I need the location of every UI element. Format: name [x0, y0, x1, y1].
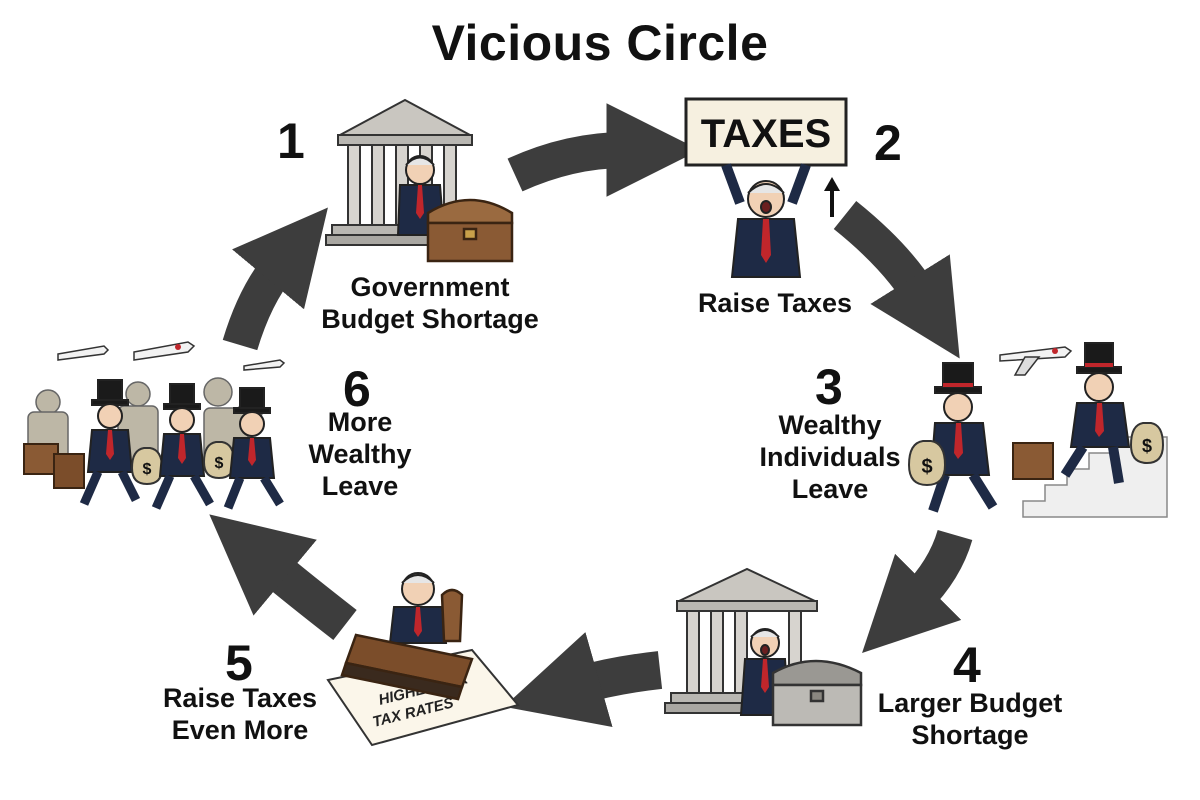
step-5-label: Raise Taxes Even More — [145, 683, 335, 747]
step-3-number: 3 — [815, 359, 843, 415]
diagram-title: Vicious Circle — [431, 15, 769, 71]
money-bag-icon: $ — [1129, 422, 1165, 465]
step-3-label-line: Leave — [791, 473, 869, 504]
suitcase-icon — [23, 443, 85, 489]
suitcase-icon — [1012, 442, 1054, 480]
step-1-label: Government Budget Shortage — [305, 272, 555, 336]
stressed-official-icon — [388, 572, 448, 644]
rich-man-3-icon — [223, 387, 284, 510]
shocked-official-icon — [721, 163, 811, 278]
arrow-1-to-2 — [507, 103, 700, 197]
money-bag-icon: $ — [202, 441, 236, 480]
airplane-icon — [57, 345, 110, 361]
money-bag-icon: $ — [130, 447, 164, 486]
more-wealthy-leave-illustration: $ $ — [23, 341, 286, 510]
step-3-label: Wealthy Individuals Leave — [750, 410, 910, 506]
wealthy-leave-illustration: $ $ — [907, 342, 1168, 518]
arrow-4-to-5 — [503, 632, 663, 728]
step-1-label-line: Government — [350, 272, 510, 302]
step-1-label-line: Budget Shortage — [321, 303, 539, 334]
larger-shortage-illustration — [664, 567, 863, 727]
step-5-label-line: Even More — [171, 714, 309, 745]
arrow-6-to-1 — [222, 207, 328, 351]
arrow-5-to-6 — [209, 514, 357, 640]
step-4-number: 4 — [953, 637, 981, 693]
higher-tax-stamp-illustration: HIGHER TAX TAX RATES — [326, 572, 520, 747]
money-bag-icon: $ — [907, 440, 947, 487]
step-4-label-line: Larger Budget — [877, 688, 1063, 718]
money-bag-symbol: $ — [215, 455, 224, 472]
rich-man-2-icon — [151, 383, 214, 510]
treasure-chest-icon — [426, 198, 514, 263]
money-bag-symbol: $ — [921, 456, 932, 478]
money-bag-symbol: $ — [143, 461, 152, 478]
step-1-number: 1 — [277, 113, 305, 169]
money-bag-symbol: $ — [1142, 436, 1152, 456]
arrow-3-to-4 — [862, 529, 973, 653]
step-2-label: Raise Taxes — [680, 288, 870, 320]
taxes-sign: TAXES — [684, 97, 848, 167]
rich-man-1-icon — [928, 362, 998, 513]
step-3-label-line: Wealthy — [778, 410, 882, 440]
step-3-label-line: Individuals — [759, 441, 901, 472]
airplane-icon — [133, 341, 196, 361]
step-4-label: Larger Budget Shortage — [865, 688, 1075, 752]
airplane-icon — [243, 359, 286, 371]
rubber-stamp-icon — [340, 588, 474, 701]
staircase-icon — [1022, 436, 1168, 518]
raise-taxes-illustration: TAXES — [684, 97, 848, 278]
step-6-label-line: More — [327, 407, 393, 437]
step-4-label-line: Shortage — [911, 719, 1029, 750]
step-5-number: 5 — [225, 635, 253, 691]
up-arrow-icon — [824, 177, 840, 217]
treasure-chest-icon — [771, 659, 863, 727]
step-5-label-line: Raise Taxes — [162, 683, 318, 713]
step-2-label-line: Raise Taxes — [697, 288, 853, 318]
rich-man-2-icon — [1060, 342, 1131, 484]
government-building-illustration — [325, 98, 514, 263]
arrow-2-to-3 — [833, 200, 960, 359]
step-2-number: 2 — [874, 115, 902, 171]
airplane-icon — [999, 346, 1073, 376]
taxes-sign-text: TAXES — [701, 112, 831, 156]
step-6-label: More Wealthy Leave — [290, 407, 430, 503]
step-6-label-line: Leave — [321, 470, 399, 501]
step-6-number: 6 — [343, 361, 371, 417]
step-6-label-line: Wealthy — [308, 438, 412, 469]
